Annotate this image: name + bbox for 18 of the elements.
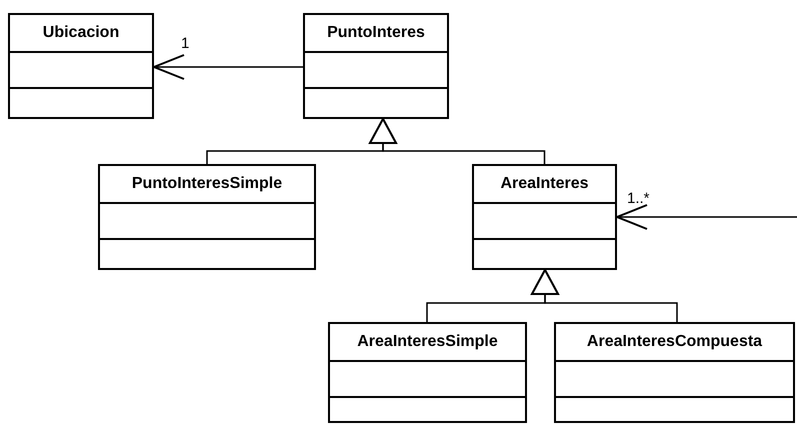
class-name: PuntoInteres bbox=[327, 24, 425, 42]
class-box bbox=[554, 322, 795, 423]
generalization-arrow bbox=[531, 269, 678, 322]
multiplicity-label: 1 bbox=[181, 36, 190, 51]
multiplicity-label: 1..* bbox=[627, 191, 650, 206]
class-box bbox=[328, 322, 527, 423]
class-box bbox=[8, 13, 154, 119]
generalization-arrow bbox=[369, 118, 546, 164]
class-box bbox=[98, 164, 316, 270]
class-name: Ubicacion bbox=[42, 24, 120, 42]
association-arrow bbox=[153, 54, 303, 80]
class-box bbox=[303, 13, 449, 119]
association-arrow bbox=[616, 204, 797, 230]
class-box bbox=[472, 164, 617, 270]
class-name: AreaInteresSimple bbox=[357, 333, 498, 351]
class-name: AreaInteres bbox=[500, 175, 589, 193]
class-name: PuntoInteresSimple bbox=[132, 175, 282, 193]
class-name: AreaInteresCompuesta bbox=[586, 333, 762, 351]
